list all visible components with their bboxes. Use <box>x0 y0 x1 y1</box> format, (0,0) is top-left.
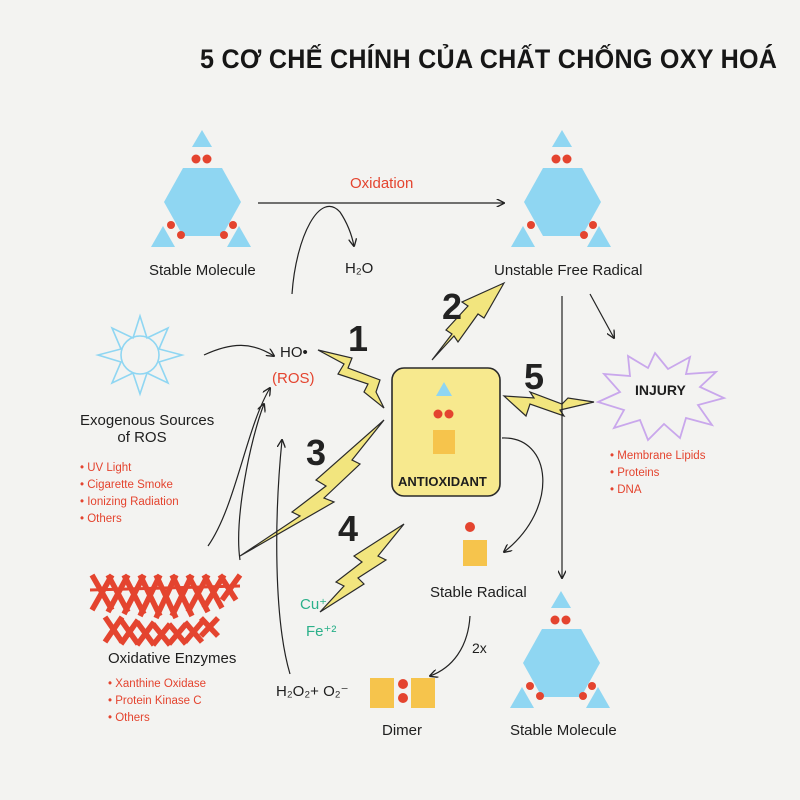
copper-label: Cu⁺ <box>300 596 328 613</box>
oxidation-label: Oxidation <box>350 175 414 192</box>
injury-burst-icon <box>595 351 727 442</box>
list-item: Others <box>80 511 179 528</box>
reaction-arrows <box>203 203 614 676</box>
exogenous-sources-label: Exogenous Sources of ROS <box>80 412 214 446</box>
lightning-bolt-icon <box>431 281 506 361</box>
lightning-bolt-icon <box>502 390 595 418</box>
mechanism-number-4: 4 <box>338 508 359 549</box>
mechanism-number-1: 1 <box>348 318 369 359</box>
list-item: Others <box>108 710 206 727</box>
injury-targets-list: Membrane Lipids Proteins DNA <box>610 448 705 499</box>
list-item: Proteins <box>610 465 705 482</box>
mechanism-number-2: 2 <box>442 286 463 327</box>
ros-label: (ROS) <box>272 370 315 387</box>
lightning-bolt-icon <box>319 523 405 613</box>
list-item: Xanthine Oxidase <box>108 676 206 693</box>
lightning-bolt-icon <box>317 349 385 409</box>
enzyme-lattice-icon <box>89 573 243 647</box>
stable-radical-label: Stable Radical <box>430 584 527 601</box>
stable-radical-icon <box>463 522 487 566</box>
stable-molecule-icon <box>151 130 251 247</box>
antioxidant-icon <box>433 382 455 454</box>
page-title: 5 CƠ CHẾ CHÍNH CỦA CHẤT CHỐNG OXY HOÁ <box>200 44 778 74</box>
list-item: Cigarette Smoke <box>80 477 179 494</box>
stable-molecule-label: Stable Molecule <box>149 262 256 279</box>
peroxide-superoxide-label: H₂O₂+ O₂⁻ <box>276 683 349 700</box>
iron-label: Fe⁺² <box>306 623 337 640</box>
oxidative-enzymes-label: Oxidative Enzymes <box>108 650 237 667</box>
exogenous-line-2: of ROS <box>117 429 167 446</box>
mechanism-number-5: 5 <box>524 356 545 397</box>
water-label: H₂O <box>345 260 374 277</box>
stable-molecule-icon <box>510 591 610 708</box>
free-radical-icon <box>511 130 611 247</box>
list-item: Ionizing Radiation <box>80 494 178 511</box>
list-item: Membrane Lipids <box>610 448 705 465</box>
injury-label: INJURY <box>635 382 686 398</box>
list-item: UV Light <box>80 460 179 477</box>
exogenous-line-1: Exogenous Sources <box>80 412 215 429</box>
exogenous-sources-list: UV Light Cigarette Smoke Ionizing Radiat… <box>80 460 179 528</box>
enzymes-list: Xanthine Oxidase Protein Kinase C Others <box>108 676 206 727</box>
mechanism-number-3: 3 <box>306 432 327 473</box>
sun-icon <box>95 313 185 397</box>
antioxidant-label: ANTIOXIDANT <box>398 474 487 489</box>
unstable-free-radical-label: Unstable Free Radical <box>494 262 643 279</box>
dimer-label: Dimer <box>382 722 422 739</box>
stable-molecule-bottom-label: Stable Molecule <box>510 722 617 739</box>
two-x-label: 2x <box>472 640 487 656</box>
list-item: Protein Kinase C <box>108 693 206 710</box>
dimer-icon <box>370 678 435 708</box>
hydroxyl-label: HO• <box>280 344 308 361</box>
list-item: DNA <box>610 482 705 499</box>
